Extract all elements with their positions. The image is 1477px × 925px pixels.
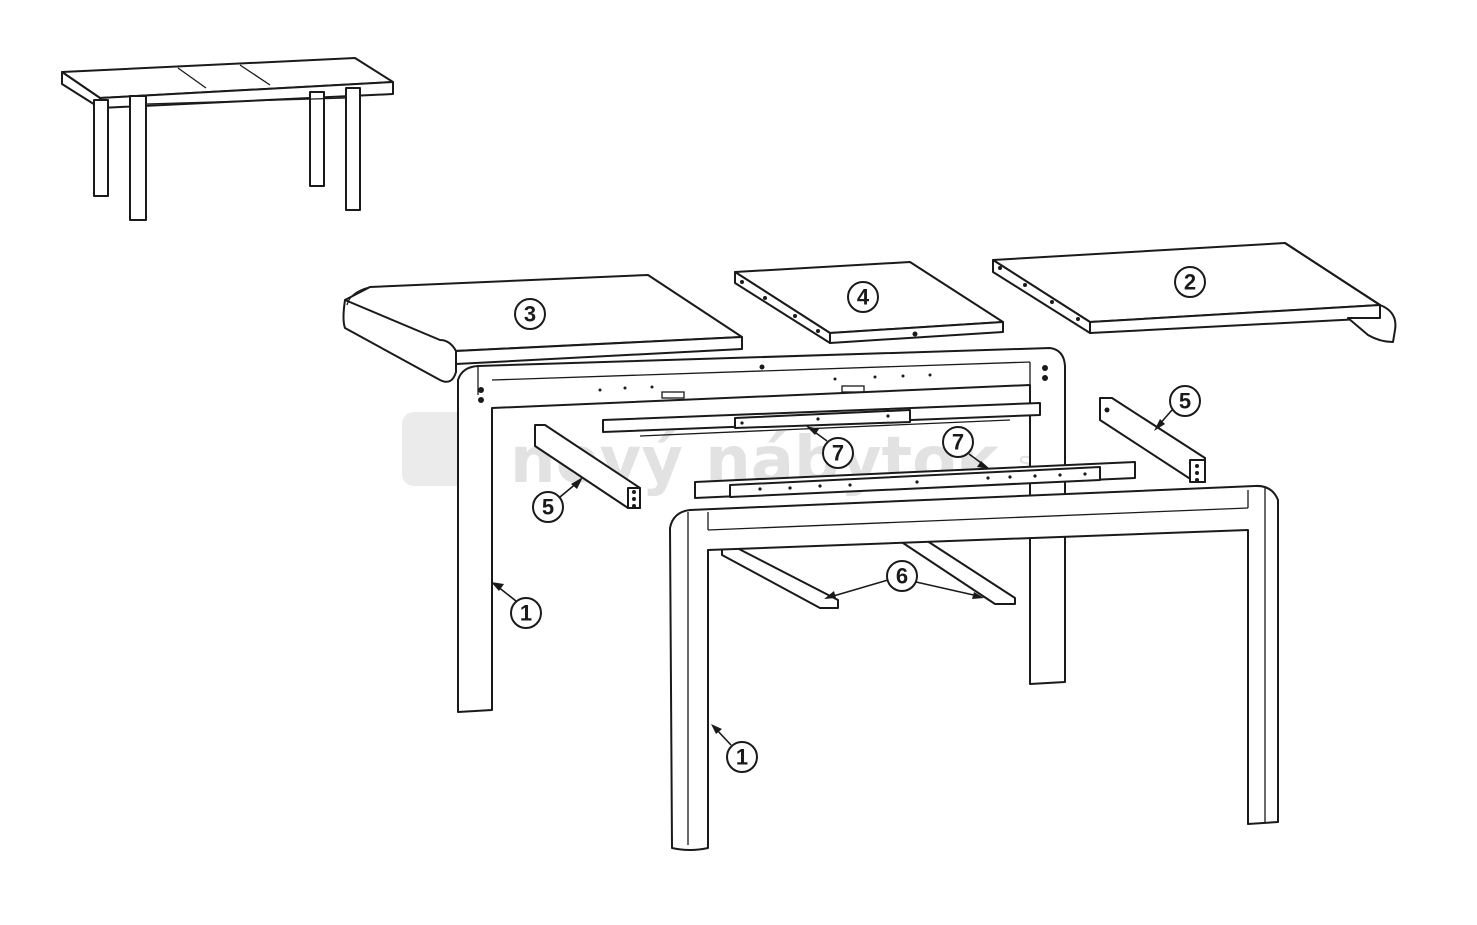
- callout-label: 3: [524, 302, 536, 327]
- callout-label: 2: [1184, 270, 1196, 295]
- callout-runner-rear: 7: [806, 426, 854, 469]
- callout-runner-front: 7: [942, 426, 990, 469]
- callout-label: 5: [1179, 389, 1191, 414]
- callout-label: 7: [832, 441, 844, 466]
- callout-extension-leaf: 4: [847, 281, 879, 313]
- callout-label: 5: [542, 495, 554, 520]
- callout-top-leaf-right: 2: [1174, 266, 1206, 298]
- callout-label: 4: [857, 285, 870, 310]
- callout-side-rail-right: 5: [1154, 385, 1201, 431]
- callout-label: 1: [520, 601, 532, 626]
- side-rail-left: [534, 424, 641, 509]
- runner-rear: [602, 402, 1041, 437]
- overview-table: [61, 57, 394, 221]
- runner-front: [694, 461, 1136, 499]
- side-rail-right: [1099, 397, 1206, 483]
- leg-frame-front: [669, 484, 1279, 851]
- callout-label: 1: [736, 745, 748, 770]
- callout-label: 7: [952, 430, 964, 455]
- leg-frame-rear: [457, 347, 1066, 713]
- callout-side-rail-left: 5: [532, 477, 583, 523]
- callout-label: 6: [896, 564, 908, 589]
- callout-top-leaf-left: 3: [514, 298, 546, 330]
- callout-leg-frame-front: 1: [711, 724, 758, 773]
- callout-leg-frame-rear: 1: [491, 582, 542, 629]
- callout-slat-support: 6: [824, 560, 984, 599]
